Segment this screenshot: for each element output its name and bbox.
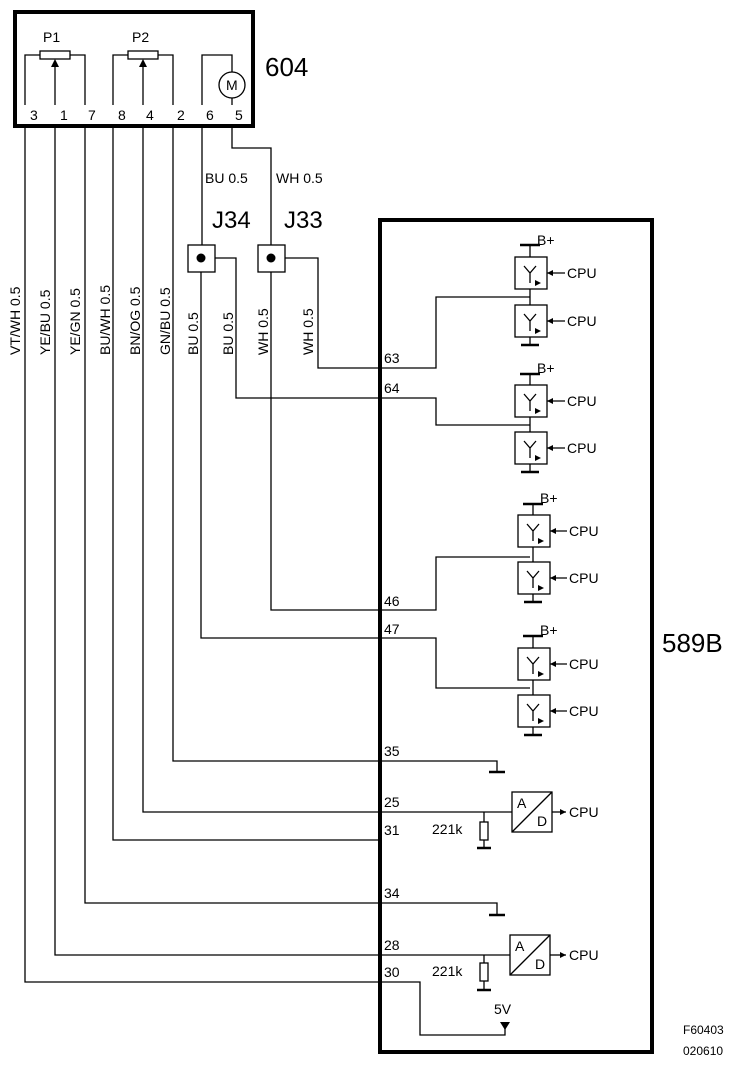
wire-label-bu-2: BU 0.5: [220, 312, 236, 355]
pot-p1-resistor: [39, 50, 71, 60]
cpu-label-2a: CPU: [567, 393, 597, 409]
cpu-label-adc2: CPU: [569, 947, 599, 963]
module-pin-31: 31: [384, 822, 400, 838]
connector-j33-label: J33: [284, 207, 323, 234]
pin-1: 1: [60, 107, 68, 123]
module-pin-35: 35: [384, 743, 400, 759]
half-bridge-2: B+ CPU CPU: [514, 360, 597, 474]
resistor-label-2: 221k: [432, 963, 463, 979]
pin-3: 3: [30, 107, 38, 123]
wire-label-ye-gn: YE/GN 0.5: [67, 288, 83, 355]
pin-6: 6: [206, 107, 214, 123]
b-plus-label-1: B+: [537, 232, 555, 248]
wire-label-bu-wh: BU/WH 0.5: [97, 285, 113, 355]
resistor-label-1: 221k: [432, 821, 463, 837]
wire-label-top-wh: WH 0.5: [276, 170, 323, 186]
wire-label-top-bu: BU 0.5: [205, 170, 248, 186]
cpu-label-1b: CPU: [567, 313, 597, 329]
wire-label-gn-bu: GN/BU 0.5: [157, 287, 173, 355]
adc-2: A D CPU 221k: [432, 934, 599, 992]
pin-4: 4: [146, 107, 154, 123]
ref-5v-label: 5V: [494, 1001, 512, 1017]
module-pin-64: 64: [384, 380, 400, 396]
motor-m-label: M: [226, 77, 238, 93]
adc-1: A D CPU 221k: [432, 791, 599, 850]
module-pin-46: 46: [384, 593, 400, 609]
cpu-label-4b: CPU: [569, 703, 599, 719]
pin-5: 5: [235, 107, 243, 123]
resistor-221k-1: [479, 821, 489, 841]
half-bridge-4: B+ CPU CPU: [517, 622, 599, 737]
motor-unit-label: 604: [265, 52, 308, 82]
cpu-label-3a: CPU: [569, 523, 599, 539]
cpu-label-4a: CPU: [569, 656, 599, 672]
wire-label-bn-og: BN/OG 0.5: [127, 286, 143, 355]
control-module-589b-box: [378, 218, 654, 1054]
module-pin-63: 63: [384, 350, 400, 366]
b-plus-label-3: B+: [540, 490, 558, 506]
cpu-label-2b: CPU: [567, 440, 597, 456]
b-plus-label-4: B+: [540, 622, 558, 638]
pot-p2-resistor: [127, 50, 159, 60]
b-plus-label-2: B+: [537, 360, 555, 376]
connector-j34-label: J34: [212, 207, 251, 234]
date-code: 020610: [683, 1044, 723, 1058]
pot-p1-wiper-arrow: [51, 59, 59, 67]
wire-label-wh-2: WH 0.5: [300, 308, 316, 355]
half-bridge-1: B+ CPU CPU: [514, 232, 597, 347]
adc2-d-label: D: [535, 956, 545, 972]
module-pin-25: 25: [384, 794, 400, 810]
wire-label-vt-wh: VT/WH 0.5: [7, 286, 23, 355]
cpu-label-1a: CPU: [567, 265, 597, 281]
control-module-label: 589B: [662, 628, 723, 658]
wire-label-ye-bu: YE/BU 0.5: [37, 289, 53, 355]
module-pin-30: 30: [384, 964, 400, 980]
cpu-label-adc1: CPU: [569, 804, 599, 820]
adc1-d-label: D: [537, 813, 547, 829]
module-pin-47: 47: [384, 621, 400, 637]
wire-label-bu-1: BU 0.5: [185, 312, 201, 355]
half-bridge-3: B+ CPU CPU: [517, 490, 599, 604]
module-pin-34: 34: [384, 885, 400, 901]
ref-5v-arrow: [500, 1022, 510, 1030]
adc1-a-label: A: [517, 795, 527, 811]
motor-unit-604-box: [13, 10, 255, 128]
resistor-221k-2: [479, 962, 489, 982]
pot-p2-label: P2: [132, 29, 149, 45]
pot-p2-wiper-arrow: [139, 59, 147, 67]
pin-7: 7: [88, 107, 96, 123]
adc2-a-label: A: [515, 938, 525, 954]
figure-code: F60403: [683, 1023, 724, 1037]
pin-2: 2: [177, 107, 185, 123]
wire-label-wh-1: WH 0.5: [255, 308, 271, 355]
module-pin-28: 28: [384, 937, 400, 953]
cpu-label-3b: CPU: [569, 570, 599, 586]
pin-8: 8: [118, 107, 126, 123]
pot-p1-label: P1: [43, 29, 60, 45]
